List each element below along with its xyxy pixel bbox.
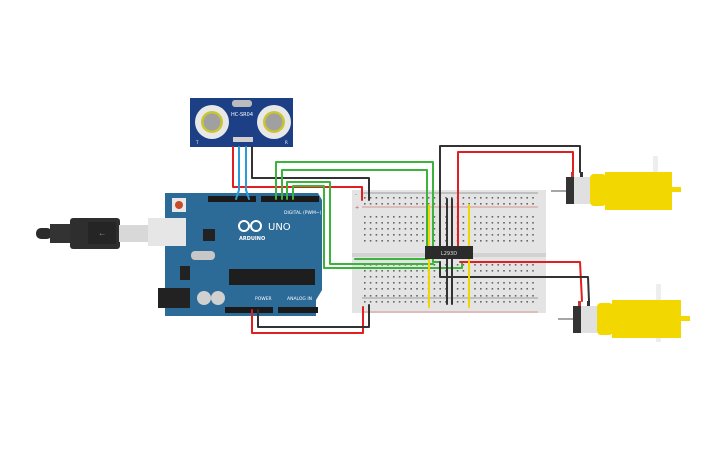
wire-power-gnd[interactable] (257, 304, 370, 328)
atmega-chip (229, 269, 315, 285)
sensor-r-label: R (285, 140, 288, 145)
usb-port (148, 218, 186, 246)
sensor-t-label: T (195, 140, 199, 145)
breadboard[interactable]: + - (352, 190, 546, 313)
wire-power-5v[interactable] (251, 306, 364, 334)
analog-label: ANALOG IN (287, 296, 312, 302)
usb-cable[interactable]: ⭠ (36, 218, 151, 249)
arduino-model: UNO (268, 222, 291, 233)
ultrasonic-sensor[interactable]: HC-SR04 T R (190, 98, 293, 147)
wire-sensor-echo[interactable] (245, 146, 250, 200)
header-analog (278, 307, 318, 313)
power-jack (158, 288, 190, 308)
wire-motor2-neg[interactable] (439, 261, 590, 302)
arduino-logo (238, 220, 262, 232)
wire-motor1-pos[interactable] (457, 151, 574, 251)
wire-sensor-trig[interactable] (235, 146, 240, 200)
rail-plus-label: + (355, 205, 359, 211)
chip-label: L293D (441, 251, 457, 257)
power-label: POWER (255, 296, 272, 302)
arduino-brand: ARDUINO (239, 236, 265, 242)
wire-green-1[interactable] (275, 161, 441, 263)
sensor-model: HC-SR04 (231, 112, 253, 118)
header-top-left (208, 196, 256, 202)
usb-icon: ⭠ (99, 230, 105, 238)
wire-green-2[interactable] (281, 169, 428, 260)
wire-sensor-gnd[interactable] (251, 146, 370, 201)
wire-motor1-neg[interactable] (439, 145, 581, 251)
dc-motor-2[interactable] (558, 284, 690, 342)
header-power (225, 307, 273, 313)
header-digital (261, 196, 319, 202)
dc-motor-1[interactable] (551, 156, 681, 210)
rail-minus-label: - (355, 192, 357, 198)
arduino-uno-board[interactable]: DIGITAL (PWM~) POWER ANALOG IN ARDUINO U… (148, 193, 322, 316)
wire-motor2-pos[interactable] (459, 261, 583, 302)
wire-green-3[interactable] (286, 181, 434, 265)
wire-green-4[interactable] (292, 185, 463, 269)
digital-label: DIGITAL (PWM~) (284, 210, 322, 216)
l293d-chip[interactable]: L293D (425, 246, 473, 259)
